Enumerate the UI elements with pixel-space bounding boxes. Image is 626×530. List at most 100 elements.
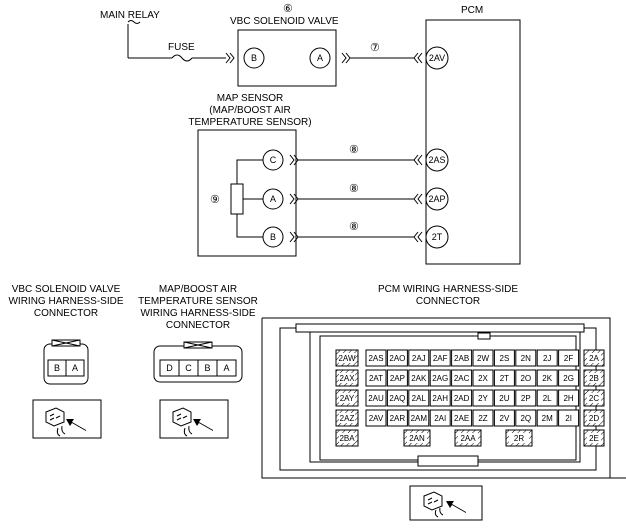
pcm-pin-2x-cell <box>472 369 494 387</box>
pcm-pin-2aw-label-bg <box>339 353 355 363</box>
map-view-icon-pins <box>176 413 188 421</box>
pcm-pin-2ae-label: 2AE <box>454 414 469 423</box>
wire-7-end-mark <box>413 52 423 64</box>
pcm-pin-2as-cell <box>365 349 387 367</box>
pcm-pin-2ai-label: 2AI <box>434 414 446 423</box>
pcm-pin-2ab-label: 2AB <box>454 354 469 363</box>
map-pin-b-label: B <box>270 232 276 242</box>
pcm-pin-2r-label-bg <box>509 433 529 443</box>
vbc-solenoid-valve: ⑥ VBC SOLENOID VALVE B A <box>230 3 339 87</box>
map-connector-pin-c: C <box>185 363 192 373</box>
pcm-pin-2ba-label-bg <box>339 433 355 443</box>
pcm-pin-2f-label: 2F <box>564 354 573 363</box>
map-view-direction-icon <box>159 399 229 439</box>
vbc-pin-a-label: A <box>317 53 323 63</box>
pcm-pin-2ap-label: 2AP <box>428 194 445 204</box>
vbc-view-icon-pins <box>49 413 61 421</box>
pcm-pin-2z-label: 2Z <box>478 414 487 423</box>
wire-7-start-mark <box>341 52 351 64</box>
map-box <box>197 129 297 257</box>
pcm-pin-2y-cell <box>472 389 494 407</box>
pcm: PCM 2AV 2AS 2AP 2T <box>425 5 521 265</box>
wire-8-c: ⑧ <box>289 144 423 166</box>
fuse: FUSE <box>168 42 235 64</box>
vbc-number: ⑥ <box>283 3 293 15</box>
wires-8: ⑧ ⑧ ⑧ <box>289 144 423 243</box>
wire-8-b-number: ⑧ <box>349 221 359 233</box>
wire-8-c-number: ⑧ <box>349 144 359 156</box>
pcm-pin-2g-cell <box>558 369 580 387</box>
pcm-title: PCM <box>461 5 483 16</box>
wire-8-a-end-mark <box>413 193 423 205</box>
map-connector-title-line2: TEMPERATURE SENSOR <box>138 296 258 307</box>
map-sensor: MAP SENSOR (MAP/BOOST AIR TEMPERATURE SE… <box>188 93 312 257</box>
pcm-pin-2au-cell <box>365 389 387 407</box>
pcm-pin-2aj-label: 2AJ <box>412 354 426 363</box>
pcm-pin-2r-label: 2R <box>514 434 524 443</box>
pcm-pin-2t-cell <box>493 369 515 387</box>
pcm-pin-2l-label: 2L <box>543 394 552 403</box>
map-pin-c-label: C <box>270 155 277 165</box>
pcm-pin-2as-label: 2AS <box>428 155 445 165</box>
map-pin-a <box>262 188 284 210</box>
pcm-pin-2ax-label: 2AX <box>339 374 355 383</box>
pcm-housing-top-rail <box>295 323 585 333</box>
pcm-pin-2m-label: 2M <box>542 414 553 423</box>
pcm-connector-title-line1: PCM WIRING HARNESS-SIDE <box>378 284 518 295</box>
pcm-pin-2h-label: 2H <box>563 394 573 403</box>
map-pin-a-label: A <box>270 194 276 204</box>
map-title-line3: TEMPERATURE SENSOR) <box>188 117 311 128</box>
pcm-pin-2u-label: 2U <box>499 394 509 403</box>
pcm-pin-2al-cell <box>408 389 430 407</box>
wire-7-number: ⑦ <box>370 42 380 54</box>
map-connector-pin-b: B <box>204 363 210 373</box>
pcm-connector-view: PCM WIRING HARNESS-SIDE CONNECTOR 2AW2AX… <box>261 284 626 521</box>
fuse-symbol <box>171 54 193 62</box>
pcm-pin-2q-label: 2Q <box>520 414 531 423</box>
pcm-pin-2av <box>425 46 449 70</box>
pcm-pin-2x-label: 2X <box>478 374 488 383</box>
pcm-pin-2ax-label-bg <box>339 373 355 383</box>
pcm-pin-2am-cell <box>408 409 430 427</box>
pcm-pin-2g-label: 2G <box>563 374 574 383</box>
wire-8-a-start-mark <box>289 193 299 205</box>
pcm-pin-2ar-label: 2AR <box>390 414 406 423</box>
wire-8-c-start-mark <box>289 154 299 166</box>
pcm-pin-2m-cell <box>536 409 558 427</box>
vbc-title: VBC SOLENOID VALVE <box>230 16 339 27</box>
pcm-pin-2i-label: 2I <box>565 414 572 423</box>
pcm-pin-2o-cell <box>515 369 537 387</box>
map-pin-b <box>262 226 284 248</box>
map-view-icon-wires <box>183 425 193 437</box>
pcm-pin-2aa-label: 2AA <box>460 434 476 443</box>
pcm-pin-2au-label: 2AU <box>368 394 384 403</box>
map-connector-title-line3: WIRING HARNESS-SIDE <box>140 308 255 319</box>
pcm-pin-2s-cell <box>493 349 515 367</box>
pcm-pin-2an-label-bg <box>407 433 427 443</box>
pcm-pin-2av-cell <box>365 409 387 427</box>
pcm-pin-2v-label: 2V <box>500 414 510 423</box>
pcm-pin-2n-label: 2N <box>521 354 531 363</box>
map-pin-c <box>262 149 284 171</box>
fuse-label: FUSE <box>168 42 195 53</box>
vbc-pin-b <box>243 47 265 69</box>
pcm-pin-2aj-cell <box>408 349 430 367</box>
pcm-pin-2b-label: 2B <box>589 374 599 383</box>
pcm-pin-2av-label: 2AV <box>429 53 445 63</box>
pcm-pin-2at-label: 2AT <box>369 374 383 383</box>
vbc-connector-title-line1: VBC SOLENOID VALVE <box>12 284 121 295</box>
pcm-pin-2ak-label: 2AK <box>411 374 427 383</box>
pcm-pin-2v-cell <box>493 409 515 427</box>
pcm-pin-2u-cell <box>493 389 515 407</box>
vbc-connector-title-line3: CONNECTOR <box>34 308 98 319</box>
pcm-pin-2ao-cell <box>386 349 408 367</box>
wire-8-a-number: ⑧ <box>349 183 359 195</box>
pcm-view-direction-icon <box>409 485 483 521</box>
vbc-connector-pin-a: A <box>72 363 78 373</box>
pcm-pin-2ah-label: 2AH <box>432 394 448 403</box>
map-connector-pin-a: A <box>223 363 229 373</box>
pcm-pin-2n-cell <box>515 349 537 367</box>
wire-8-b-start-mark <box>289 231 299 243</box>
